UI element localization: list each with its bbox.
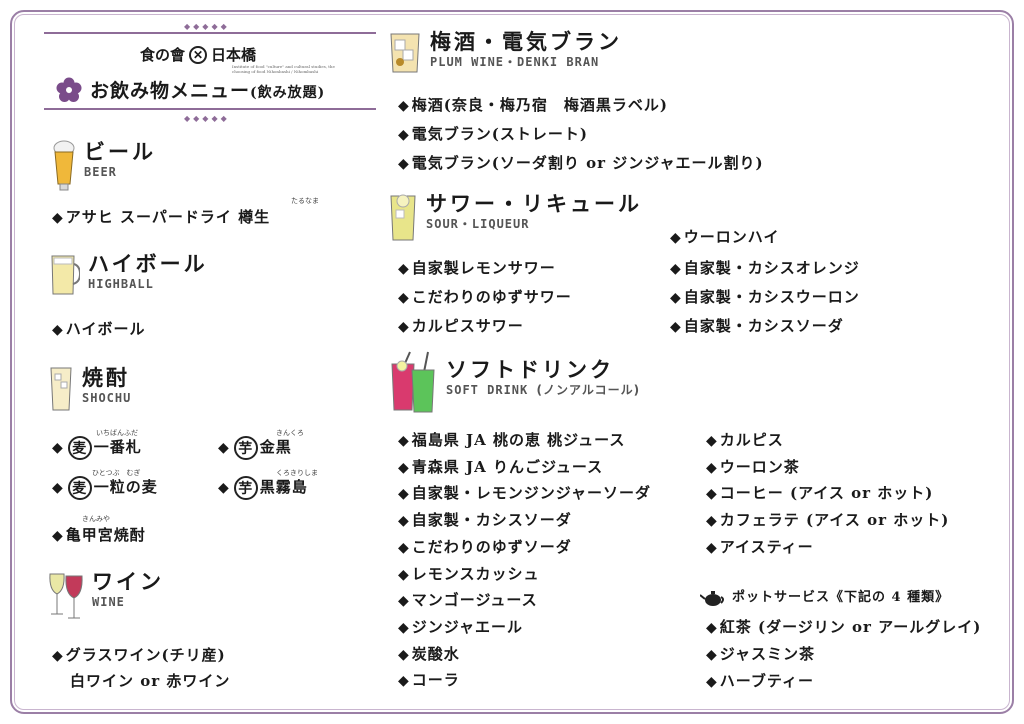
section-wine: ワイン WINE bbox=[48, 570, 164, 622]
section-shochu: 焼酎 SHOCHU bbox=[48, 366, 131, 412]
soft-left-item-10: ◆コーラ bbox=[398, 671, 460, 690]
header-dots-bottom: ◆◆◆◆◆ bbox=[184, 114, 230, 123]
soft-left-item-2: ◆青森県 JA りんごジュース bbox=[398, 457, 604, 476]
brand-subtitle: Institute of food "culture" and cultural… bbox=[232, 64, 335, 74]
sour-right-item-4: ◆自家製・カシスソーダ bbox=[670, 317, 844, 335]
pot-item-2: ◆ジャスミン茶 bbox=[706, 645, 816, 663]
pot-item-3: ◆ハーブティー bbox=[706, 672, 814, 690]
header-rule-bottom bbox=[44, 108, 376, 110]
soft-left-item-7: ◆マンゴージュース bbox=[398, 591, 538, 610]
wine-title: ワイン bbox=[92, 569, 164, 594]
shochu-glass-icon bbox=[50, 367, 72, 411]
highball-en-title: HIGHBALL bbox=[88, 277, 154, 291]
shochu-item-3: ◆麦一粒の麦 ひとつぶ むぎ bbox=[52, 469, 158, 500]
plum-item-3: ◆電気ブラン(ソーダ割り or ジンジャエール割り) bbox=[398, 154, 764, 172]
plum-wine-glass-icon bbox=[390, 33, 420, 73]
soft-right-item-5: ◆アイスティー bbox=[706, 537, 814, 556]
header-rule-top bbox=[44, 32, 376, 34]
highball-item-label: ハイボール bbox=[65, 320, 146, 338]
plum-blossom-icon bbox=[56, 77, 82, 102]
wine-en-title: WINE bbox=[92, 595, 125, 609]
sour-left-item-1: ◆自家製レモンサワー bbox=[398, 259, 556, 277]
sour-left-item-3: ◆カルピスサワー bbox=[398, 317, 524, 335]
sour-right-item-2: ◆自家製・カシスオレンジ bbox=[670, 259, 860, 277]
soft-en-suffix: (ノンアルコール) bbox=[536, 383, 641, 397]
beer-item-ruby: たるなま bbox=[291, 197, 319, 205]
section-soft: ソフトドリンク SOFT DRINK (ノンアルコール) bbox=[388, 350, 640, 416]
sour-right-item-3: ◆自家製・カシスウーロン bbox=[670, 288, 860, 306]
soft-left-item-5: ◆こだわりのゆずソーダ bbox=[398, 537, 572, 556]
menu-title: お飲み物メニュー(飲み放題) bbox=[56, 76, 325, 103]
soft-drink-glasses-icon bbox=[391, 351, 435, 413]
section-beer: ビール BEER bbox=[52, 140, 156, 192]
highball-item: ◆ハイボール bbox=[52, 320, 146, 338]
soft-left-item-4: ◆自家製・カシスソーダ bbox=[398, 511, 572, 530]
wine-item-1: ◆グラスワイン(チリ産) bbox=[52, 646, 226, 664]
beer-glass-icon bbox=[53, 140, 75, 191]
shochu-item-4: ◆芋黒霧島 くろきりしま bbox=[218, 469, 318, 500]
beer-item-label: アサヒ スーパードライ 樽生 bbox=[65, 208, 271, 226]
beer-en-title: BEER bbox=[84, 165, 117, 179]
soft-right-item-3: ◆コーヒー (アイス or ホット) bbox=[706, 484, 934, 503]
soft-right-item-4: ◆カフェラテ (アイス or ホット) bbox=[706, 511, 950, 530]
potato-badge-icon: 芋 bbox=[233, 476, 258, 500]
menu-title-text: お飲み物メニュー bbox=[90, 80, 251, 102]
sour-right-item-1: ◆ウーロンハイ bbox=[670, 228, 780, 246]
teapot-icon bbox=[699, 590, 724, 606]
beer-title: ビール bbox=[84, 139, 156, 164]
menu-header: ◆◆◆◆◆ 食の會 ✕ 日本橋 Institute of food "cultu… bbox=[44, 22, 376, 123]
wine-glasses-icon bbox=[49, 573, 83, 619]
soft-left-item-8: ◆ジンジャエール bbox=[398, 617, 524, 636]
plum-title: 梅酒・電気ブラン bbox=[430, 29, 622, 54]
soft-left-item-1: ◆福島県 JA 桃の恵 桃ジュース bbox=[398, 431, 626, 449]
plum-item-1: ◆梅酒(奈良・梅乃宿 梅酒黒ラベル) bbox=[398, 96, 668, 114]
menu-frame bbox=[10, 10, 1014, 714]
soft-en-title: SOFT DRINK bbox=[446, 383, 529, 397]
shochu-title: 焼酎 bbox=[82, 365, 130, 390]
highball-title: ハイボール bbox=[88, 251, 208, 276]
menu-title-suffix: (飲み放題) bbox=[250, 85, 326, 101]
wine-item-2: 白ワイン or 赤ワイン bbox=[70, 672, 231, 690]
section-highball: ハイボール HIGHBALL bbox=[48, 252, 208, 298]
soft-right-item-1: ◆カルピス bbox=[706, 431, 784, 449]
sour-en-title: SOUR・LIQUEUR bbox=[426, 217, 530, 231]
section-sour: サワー・リキュール SOUR・LIQUEUR bbox=[388, 192, 642, 244]
cross-circle-icon: ✕ bbox=[189, 45, 208, 64]
soft-left-item-6: ◆レモンスカッシュ bbox=[398, 564, 540, 583]
shochu-item-5: ◆亀甲宮焼酎 きんみや bbox=[52, 515, 146, 544]
sour-title: サワー・リキュール bbox=[426, 191, 642, 216]
pot-item-1: ◆紅茶 (ダージリン or アールグレイ) bbox=[706, 618, 982, 636]
soft-left-item-3: ◆自家製・レモンジンジャーソーダ bbox=[398, 484, 652, 503]
barley-badge-icon: 麦 bbox=[67, 436, 92, 460]
shochu-item-2: ◆芋金黒 きんくろ bbox=[218, 429, 304, 460]
barley-badge-icon: 麦 bbox=[67, 476, 92, 500]
sour-glass-icon bbox=[390, 194, 416, 241]
brand-left: 食の會 bbox=[140, 46, 186, 64]
header-dots-top: ◆◆◆◆◆ bbox=[184, 22, 230, 31]
brand-right: 日本橋 bbox=[211, 46, 257, 64]
pot-service-label: ポットサービス《下記の 4 種類》 bbox=[699, 586, 949, 607]
brand-logo: 食の會 ✕ 日本橋 bbox=[140, 44, 256, 65]
potato-badge-icon: 芋 bbox=[233, 436, 258, 460]
shochu-item-1: ◆麦一番札 いちばんふだ bbox=[52, 429, 142, 460]
sour-left-item-2: ◆こだわりのゆずサワー bbox=[398, 288, 572, 306]
plum-en-title: PLUM WINE・DENKI BRAN bbox=[430, 55, 600, 69]
section-plum: 梅酒・電気ブラン PLUM WINE・DENKI BRAN bbox=[388, 30, 622, 76]
plum-item-2: ◆電気ブラン(ストレート) bbox=[398, 125, 588, 143]
highball-mug-icon bbox=[51, 255, 80, 295]
beer-item: ◆アサヒ スーパードライ 樽生 たるなま bbox=[52, 197, 319, 226]
menu-frame-inner bbox=[14, 14, 1010, 710]
soft-left-item-9: ◆炭酸水 bbox=[398, 644, 460, 663]
shochu-en-title: SHOCHU bbox=[82, 391, 132, 405]
soft-right-item-2: ◆ウーロン茶 bbox=[706, 457, 800, 476]
soft-title: ソフトドリンク bbox=[446, 357, 614, 382]
